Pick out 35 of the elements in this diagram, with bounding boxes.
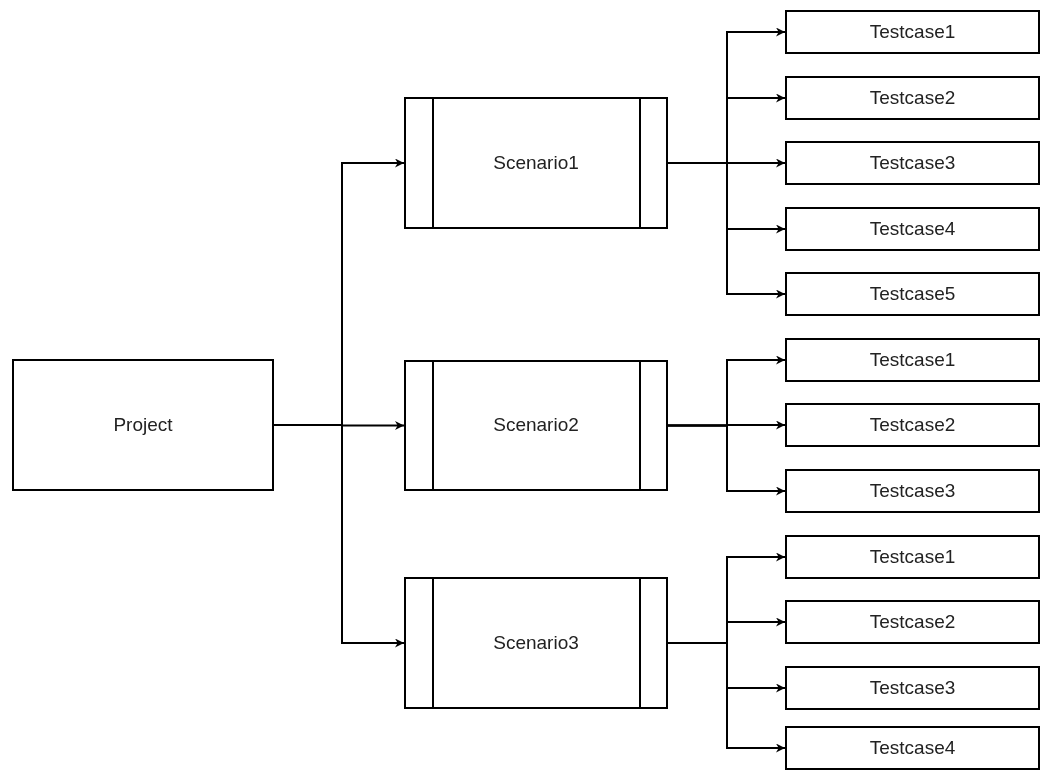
box-label: Testcase3 (869, 150, 956, 175)
box (785, 666, 1040, 710)
box-label: Testcase2 (869, 609, 956, 634)
box (785, 535, 1040, 579)
box-label: Testcase1 (869, 347, 956, 372)
box-label: Scenario2 (493, 413, 579, 438)
box (785, 141, 1040, 185)
arrow (667, 424, 786, 496)
box-label: Scenario3 (493, 630, 579, 655)
arrow (667, 642, 786, 753)
box (785, 600, 1040, 644)
box-label: Project (113, 412, 173, 437)
box-label: Testcase4 (869, 735, 956, 760)
box-label: Testcase5 (869, 281, 956, 306)
box-label: Testcase2 (869, 412, 956, 437)
box-label: Scenario1 (493, 150, 579, 175)
process-box (404, 360, 668, 491)
box-label: Testcase1 (869, 544, 956, 569)
process-box (404, 97, 668, 229)
arrow (273, 424, 405, 648)
box (785, 207, 1040, 251)
box-label: Testcase4 (869, 216, 956, 241)
box (785, 10, 1040, 54)
box (785, 469, 1040, 513)
box-label: Testcase3 (869, 478, 956, 503)
box (785, 338, 1040, 382)
box (785, 403, 1040, 447)
box (785, 76, 1040, 120)
box-label: Testcase2 (869, 85, 956, 110)
box (785, 726, 1040, 770)
box-label: Testcase3 (869, 675, 956, 700)
process-box (404, 577, 668, 709)
box-label: Testcase1 (869, 19, 956, 44)
box (785, 272, 1040, 316)
box (12, 359, 274, 491)
